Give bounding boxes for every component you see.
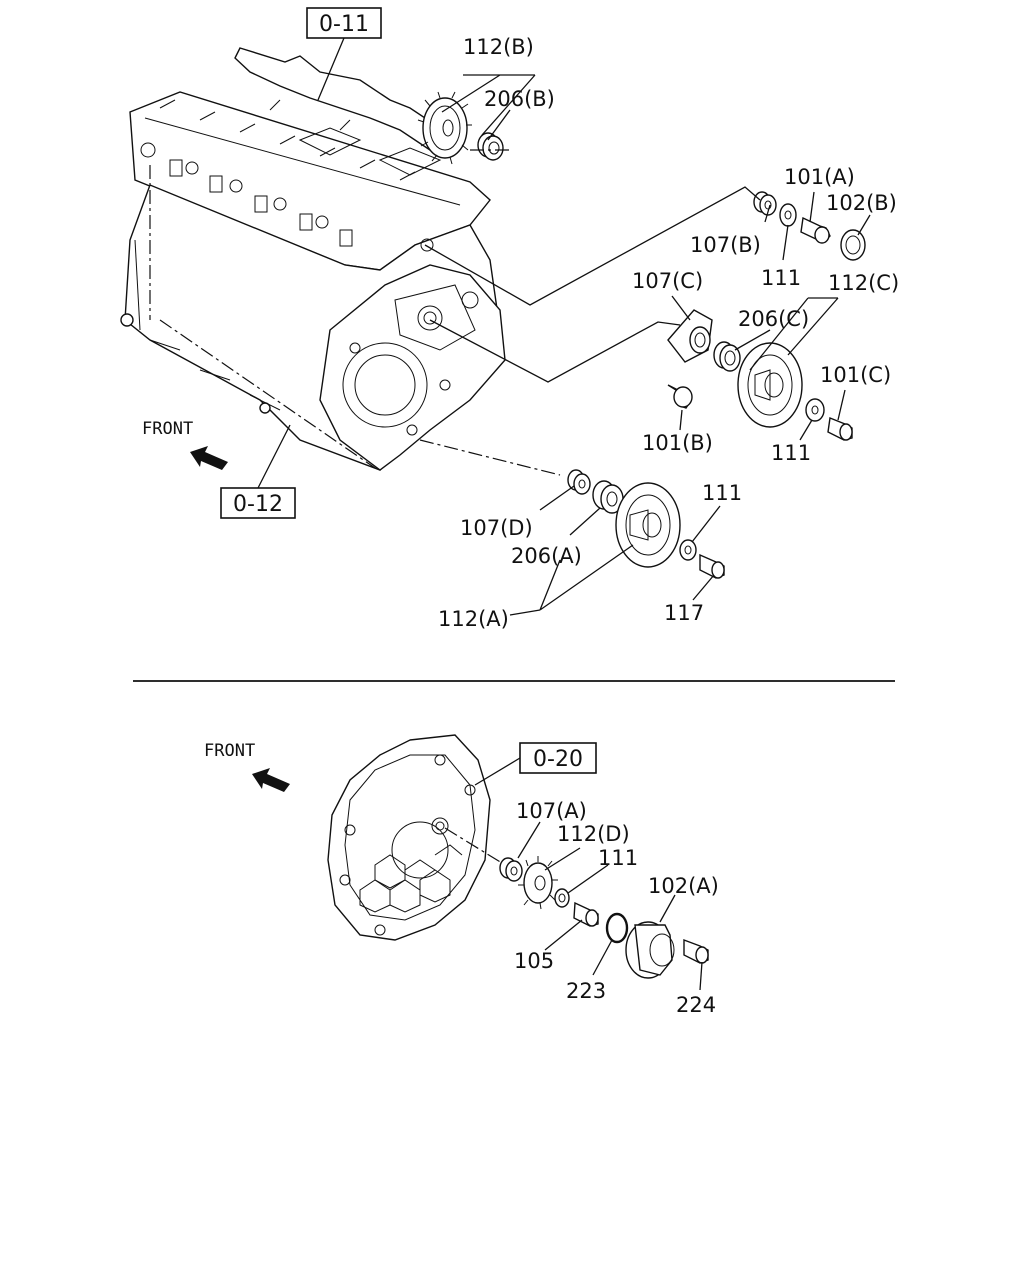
label-206c: 206(C): [738, 307, 809, 331]
bolt-224: [683, 938, 709, 964]
label-111-d: 111: [598, 846, 638, 870]
bolt-105: [573, 901, 599, 927]
label-112d: 112(D): [557, 822, 630, 846]
bush-206b: [477, 132, 504, 161]
engine-block-drawing: [120, 91, 561, 476]
bolt-101c: [827, 417, 853, 441]
collar-107a: [499, 857, 523, 882]
label-107c: 107(C): [632, 269, 703, 293]
front-label-top: FRONT: [142, 419, 193, 439]
label-101b: 101(B): [642, 431, 713, 455]
oring-223: [605, 912, 629, 944]
label-224: 224: [676, 993, 716, 1017]
ref-box-0-12[interactable]: 0-12: [220, 487, 296, 519]
label-101a: 101(A): [784, 165, 855, 189]
collar-107b: [753, 191, 777, 216]
ref-0-11-text: 0-11: [319, 12, 369, 37]
washer-111-c: [805, 398, 825, 422]
label-111-a: 111: [702, 481, 742, 505]
bush-206a: [592, 480, 624, 514]
front-label-bottom: FRONT: [204, 741, 255, 761]
ref-box-0-11[interactable]: 0-11: [306, 7, 382, 39]
label-111-b: 111: [761, 266, 801, 290]
washer-111-a: [679, 539, 697, 561]
washer-111-d: [554, 888, 570, 908]
label-112b: 112(B): [463, 35, 534, 59]
label-117: 117: [664, 601, 704, 625]
leader-lines-bottom: [517, 821, 703, 991]
leader-lines-top: [441, 74, 871, 616]
label-223: 223: [566, 979, 606, 1003]
front-arrow-bottom-icon: [252, 768, 290, 792]
washer-111-b: [779, 203, 797, 227]
collar-107d: [567, 469, 591, 495]
bush-206c: [713, 341, 741, 372]
bolt-101b: [667, 384, 693, 409]
bolt-117: [699, 553, 725, 579]
ref-0-20-text: 0-20: [533, 747, 583, 772]
gear-112a: [615, 482, 681, 568]
gear-112c: [737, 342, 803, 428]
shaft-107c: [667, 309, 713, 363]
gear-112d: [518, 856, 558, 910]
label-107b: 107(B): [690, 233, 761, 257]
label-112a: 112(A): [438, 607, 509, 631]
label-107a: 107(A): [516, 799, 587, 823]
label-102b: 102(B): [826, 191, 897, 215]
label-206b: 206(B): [484, 87, 555, 111]
front-arrow-top-icon: [190, 446, 228, 470]
label-206a: 206(A): [511, 544, 582, 568]
bolt-101a: [800, 216, 831, 244]
label-102a: 102(A): [648, 874, 719, 898]
label-111-c: 111: [771, 441, 811, 465]
label-107d: 107(D): [460, 516, 533, 540]
gear-112b: [417, 91, 472, 165]
label-101c: 101(C): [820, 363, 891, 387]
label-105: 105: [514, 949, 554, 973]
label-112c: 112(C): [828, 271, 899, 295]
ref-0-12-text: 0-12: [233, 492, 283, 517]
flywheel-housing-drawing: [327, 734, 511, 941]
ref-box-0-20[interactable]: 0-20: [519, 742, 597, 774]
plug-102b: [840, 229, 866, 261]
cover-102a: [625, 921, 675, 979]
